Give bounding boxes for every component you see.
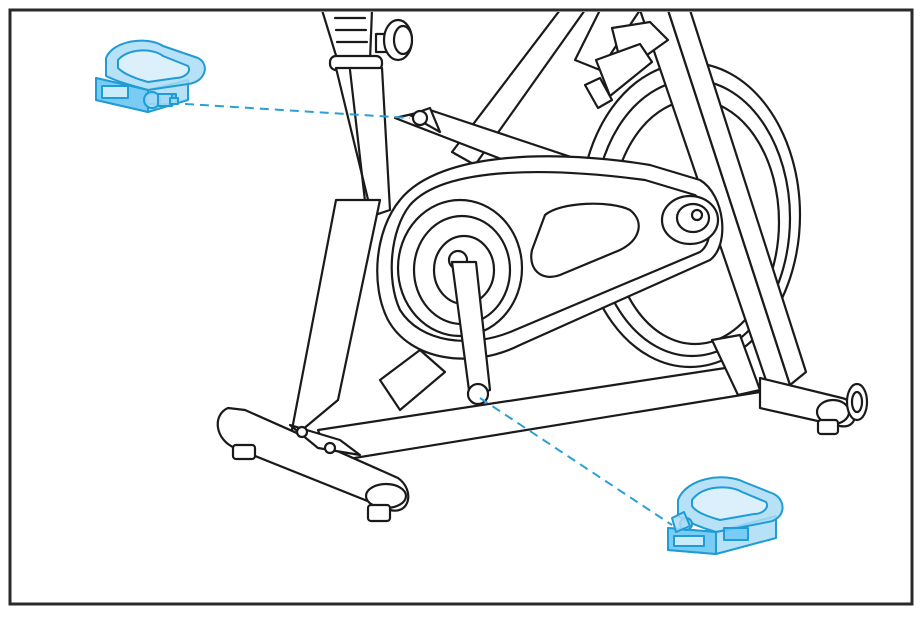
guide-lines [169, 102, 673, 526]
guide-line-left [169, 102, 411, 119]
seat-post [321, 12, 392, 218]
seat-knob [374, 18, 414, 62]
pedal-icon [667, 476, 784, 555]
guide-line-right [479, 397, 673, 526]
bottom-frame [216, 333, 869, 523]
brake-block [583, 20, 670, 110]
pedal-icon [95, 39, 206, 113]
crank-assembly [396, 198, 524, 406]
